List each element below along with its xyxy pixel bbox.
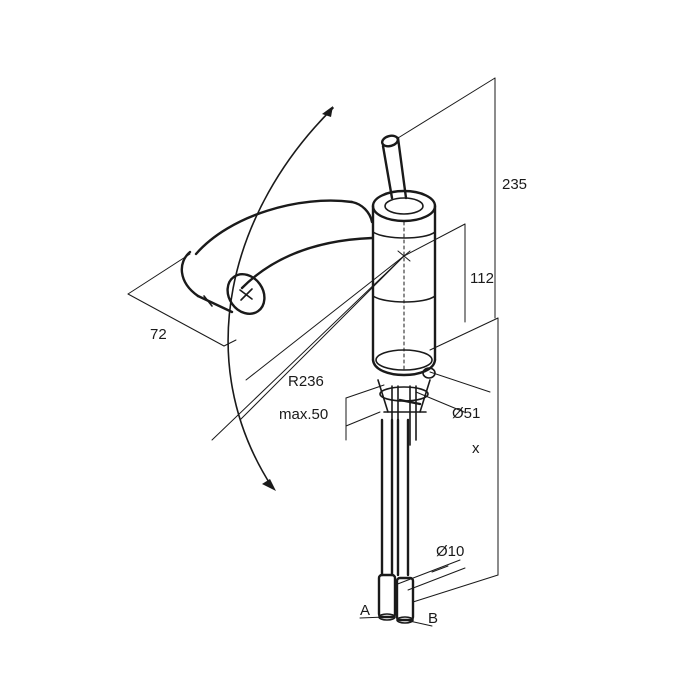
dimension-72-label: 72 [150, 326, 167, 343]
supply-hoses [377, 418, 415, 624]
dimension-x-label: x [472, 440, 480, 457]
dimension-max50-label: max.50 [279, 406, 328, 423]
faucet-body [371, 189, 437, 379]
swivel-arc [227, 106, 334, 491]
spout-arm [180, 199, 374, 315]
arrow-up-icon [322, 106, 333, 117]
lever-handle [380, 134, 408, 200]
arrow-down-icon [262, 479, 276, 491]
dimension-235-label: 235 [502, 176, 527, 193]
mounting-hardware [377, 379, 431, 446]
dimension-r236-label: R236 [288, 373, 324, 390]
connection-a-label: A [360, 602, 370, 619]
dimension-d51-label: Ø51 [452, 405, 480, 422]
connection-b-label: B [428, 610, 438, 627]
dimension-112-label: 112 [470, 270, 494, 287]
dimension-d10-label: Ø10 [436, 543, 464, 560]
dimension-lines [127, 77, 499, 627]
